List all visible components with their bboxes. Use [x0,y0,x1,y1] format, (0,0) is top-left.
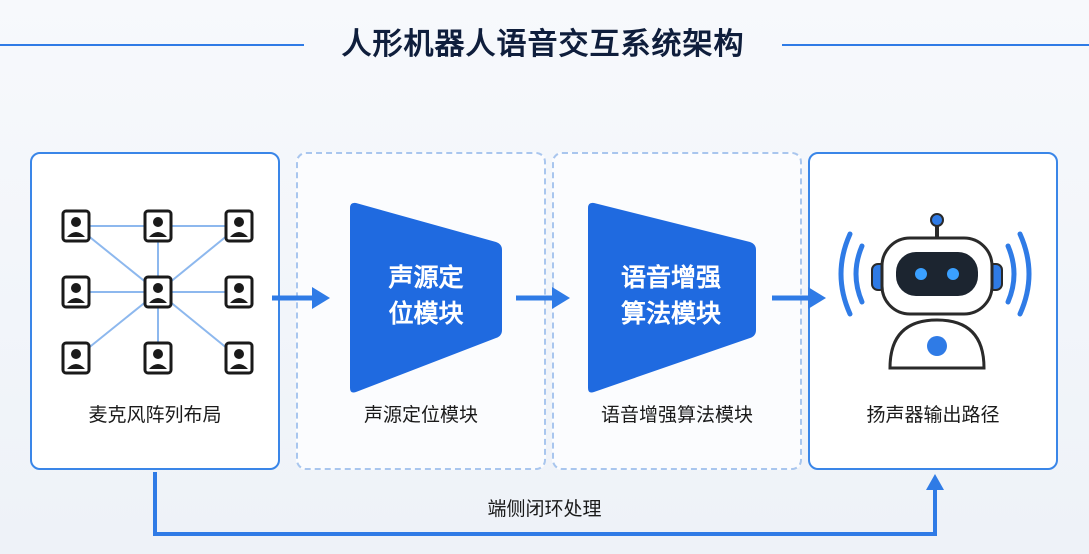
flow-arrow-1 [272,287,330,309]
speaker-label: 扬声器输出路径 [866,404,1000,426]
mic-array-graph [61,209,254,375]
title-rule-left [0,44,304,46]
mic-array-label: 麦克风阵列布局 [88,404,222,426]
mic-array-panel: 麦克风阵列布局 [30,152,280,470]
enhancement-block [588,202,756,393]
localization-block-line: 位模块 [388,299,464,328]
localization-block [350,202,502,393]
enhancement-block-text: 语音增强 算法模块 [588,260,754,332]
localization-block-text: 声源定 位模块 [350,260,502,332]
enhancement-block-line: 算法模块 [620,299,721,328]
robot-icon [838,213,1032,370]
diagram-title: 人形机器人语音交互系统架构 [341,27,745,62]
title-bar: 人形机器人语音交互系统架构 [0,22,1089,68]
flow-arrow-3 [772,287,826,309]
speaker-panel: 扬声器输出路径 [808,152,1058,470]
enhancement-label: 语音增强算法模块 [600,404,753,426]
title-rule-right [782,44,1089,46]
loop-label: 端侧闭环处理 [487,498,602,520]
loop-arrow [153,472,944,536]
localization-block-line: 声源定 [388,263,464,292]
flow-arrow-2 [516,287,570,309]
sound-waves-icon [838,231,1032,317]
localization-panel: 声源定 位模块 声源定位模块 [296,152,546,470]
enhancement-panel: 语音增强 算法模块 语音增强算法模块 [552,152,802,470]
enhancement-block-line: 语音增强 [620,263,721,292]
localization-label: 声源定位模块 [363,404,478,426]
